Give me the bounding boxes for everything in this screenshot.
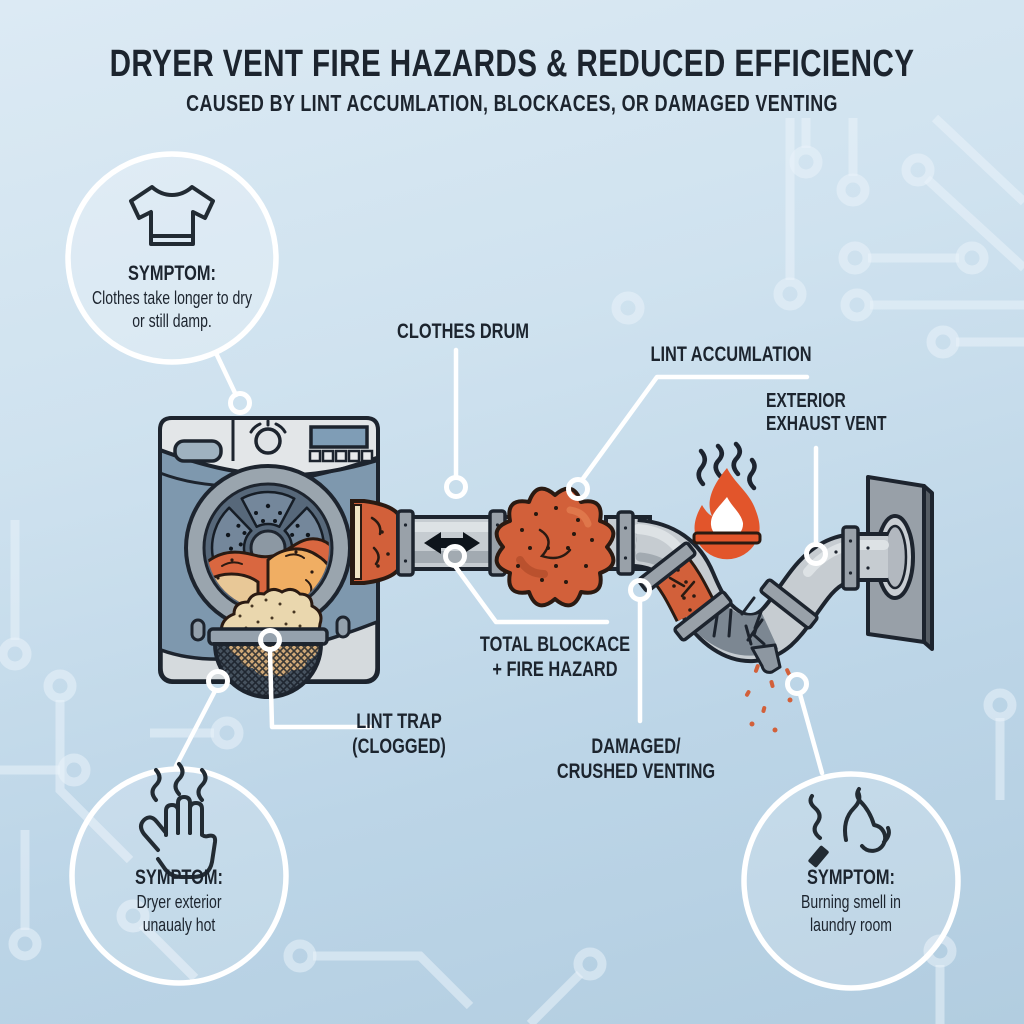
falling-lint-bits bbox=[745, 664, 793, 733]
symptom2-text: Dryer exterior unaualy hot bbox=[136, 892, 222, 935]
symptom2-heading: SYMPTOM: bbox=[135, 866, 223, 889]
symptom3-text: Burning smell in laundry room bbox=[801, 892, 901, 935]
pipe-crack bbox=[744, 620, 793, 733]
symptom3-heading: SYMPTOM: bbox=[807, 866, 895, 889]
callout-line-symptom-smell bbox=[797, 691, 825, 776]
page-subtitle: CAUSED BY LINT ACCUMLATION, BLOCKACES, O… bbox=[186, 90, 838, 116]
symptom1-text: Clothes take longer to dry or still damp… bbox=[92, 288, 252, 331]
label-damaged-venting: DAMAGED/ CRUSHED VENTING bbox=[556, 735, 716, 783]
symptom-circle-burning-smell bbox=[741, 771, 961, 991]
symptom1-heading: SYMPTOM: bbox=[128, 262, 216, 285]
duct-run bbox=[396, 509, 512, 577]
symptom-circle-slow-drying bbox=[65, 151, 279, 365]
damaged-venting-pipe bbox=[604, 510, 889, 733]
hot-hand-icon bbox=[139, 762, 218, 879]
duct-connector bbox=[350, 499, 402, 585]
label-exterior-exhaust-vent: EXTERIOR EXHAUST VENT bbox=[766, 390, 887, 435]
callout-nodes bbox=[206, 391, 828, 696]
smoke-icon bbox=[808, 787, 891, 868]
page-title: DRYER VENT FIRE HAZARDS & REDUCED EFFICI… bbox=[109, 43, 915, 85]
lint-blockage bbox=[494, 486, 616, 608]
exterior-wall-vent bbox=[866, 475, 934, 651]
dryer-dial bbox=[249, 419, 287, 455]
callout-line-lint-accumulation bbox=[579, 374, 810, 483]
label-lint-trap: LINT TRAP (CLOGGED) bbox=[352, 710, 446, 758]
label-total-blockage: TOTAL BLOCKACE + FIRE HAZARD bbox=[479, 633, 631, 681]
callout-line-symptom-hot bbox=[173, 688, 218, 769]
circuit-pattern bbox=[0, 114, 1024, 1024]
dryer-display bbox=[309, 425, 369, 449]
dryer-illustration bbox=[158, 416, 380, 699]
fire-icon bbox=[692, 441, 762, 560]
callout-line-total-blockage bbox=[452, 563, 610, 625]
dryer-buttons bbox=[308, 449, 374, 463]
t-shirt-icon bbox=[129, 185, 215, 246]
lint-pile bbox=[219, 587, 323, 640]
dryer-door-handle bbox=[173, 439, 223, 463]
airflow-arrow-icon bbox=[424, 532, 480, 554]
callout-lines bbox=[173, 347, 825, 776]
callout-line-lint-trap bbox=[267, 648, 374, 730]
symptom-circle-hot-exterior bbox=[69, 762, 289, 986]
label-clothes-drum: CLOTHES DRUM bbox=[397, 320, 529, 343]
clothes-drum bbox=[184, 464, 352, 632]
label-lint-accumulation: LINT ACCUMLATION bbox=[650, 343, 812, 366]
callout-line-symptom-slow bbox=[213, 350, 239, 398]
